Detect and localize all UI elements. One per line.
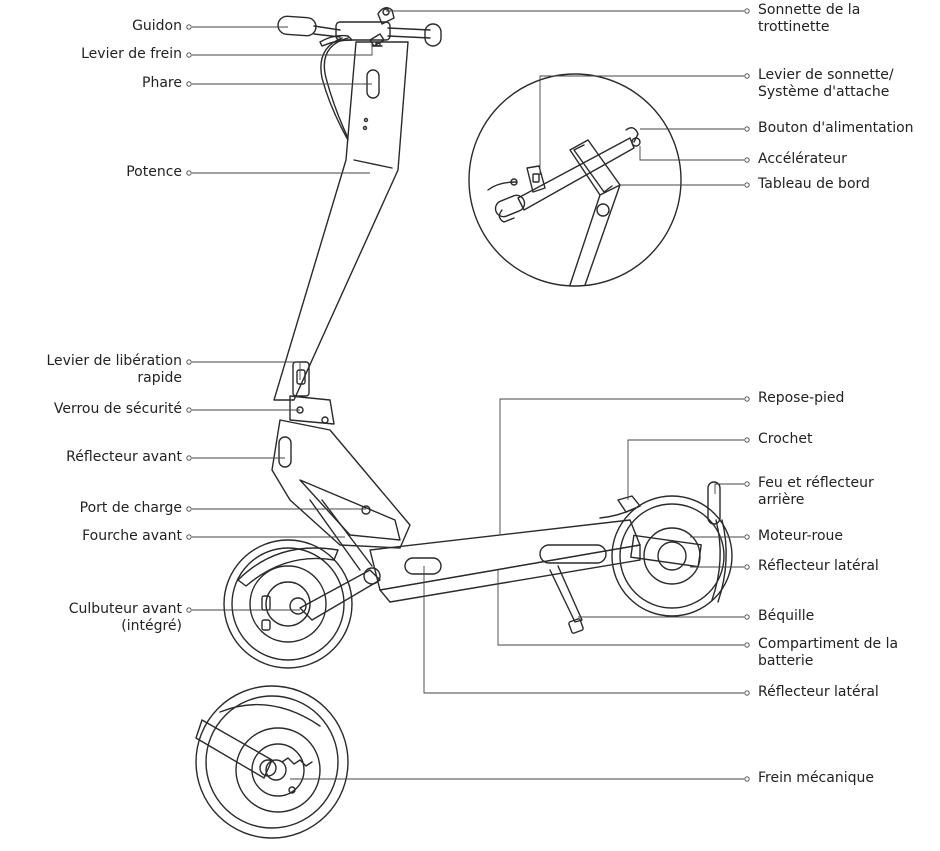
label-crochet: Crochet [758,431,813,447]
front-wheel-drawing [223,539,381,669]
label-frein-meca: Frein mécanique [758,770,874,786]
folding-mechanism-drawing [289,361,335,425]
handlebar-drawing [277,7,442,47]
leader-accelerateur [639,146,744,161]
leader-levier-frein [192,44,373,56]
label-moteur-roue: Moteur-roue [758,528,844,544]
label-fourche-avant: Fourche avant [82,528,182,544]
brake-cable [323,37,349,139]
label-bequille: Béquille [758,608,815,624]
label-compartiment: Compartiment de la batterie [758,636,899,669]
label-repose-pied: Repose-pied [758,390,845,406]
rear-wheel-drawing [599,481,733,617]
label-reflecteur-lateral-1: Réflecteur latéral [758,558,879,574]
label-sonnette: Sonnette de la trottinette [758,2,861,35]
label-phare: Phare [142,75,182,91]
label-potence: Potence [126,164,182,180]
label-bouton-alim: Bouton d'alimentation [758,120,914,136]
handlebar-detail-drawing [468,73,682,287]
leader-levier-liberation [192,361,301,380]
label-verrou: Verrou de sécurité [53,401,182,417]
frame-front-drawing [271,419,411,571]
leader-reflecteur-lateral-2 [423,566,744,694]
label-levier-sonnette: Levier de sonnette/ Système d'attache [758,67,894,100]
label-feu-arriere: Feu et réflecteur arrière [758,475,874,508]
label-tableau: Tableau de bord [758,176,870,192]
leader-dots [186,8,750,782]
label-reflecteur-avant: Réflecteur avant [66,449,182,465]
label-accelerateur: Accélérateur [758,151,847,167]
leader-crochet [627,439,744,500]
brake-detail-drawing [195,685,349,839]
label-guidon: Guidon [132,18,182,34]
stem-drawing [273,41,409,401]
leader-compartiment [497,570,744,646]
label-culbuteur: Culbuteur avant (intégré) [68,601,182,634]
label-reflecteur-lateral-2: Réflecteur latéral [758,684,879,700]
label-levier-liberation: Levier de libération rapide [46,353,182,386]
leader-lines [192,10,744,780]
label-port-charge: Port de charge [79,500,182,516]
leader-levier-sonnette [539,75,744,175]
leader-repose-pied [499,398,744,534]
leader-feu-arriere [714,483,744,494]
label-levier-frein: Levier de frein [81,46,182,62]
